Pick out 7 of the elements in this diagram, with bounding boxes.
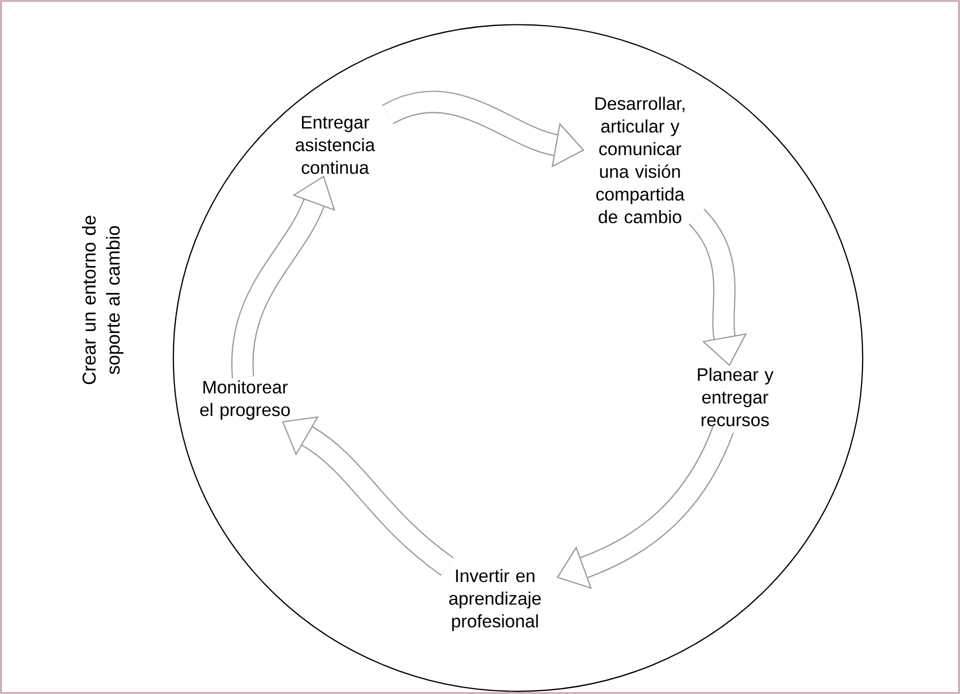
step-text: Desarrollar, articular y comunicar una visión compartida de cambio [595, 96, 685, 224]
block-arrow [556, 424, 734, 589]
step-text: Invertir en aprendizaje profesional [449, 568, 541, 632]
step-text: Planear y entregar recursos [698, 368, 774, 426]
step-text: Monitorear el progreso [200, 380, 290, 420]
side-label: Crear un entorno de soporte al cambio [82, 216, 124, 384]
step-text: Entregar asistencia continua [296, 116, 376, 174]
